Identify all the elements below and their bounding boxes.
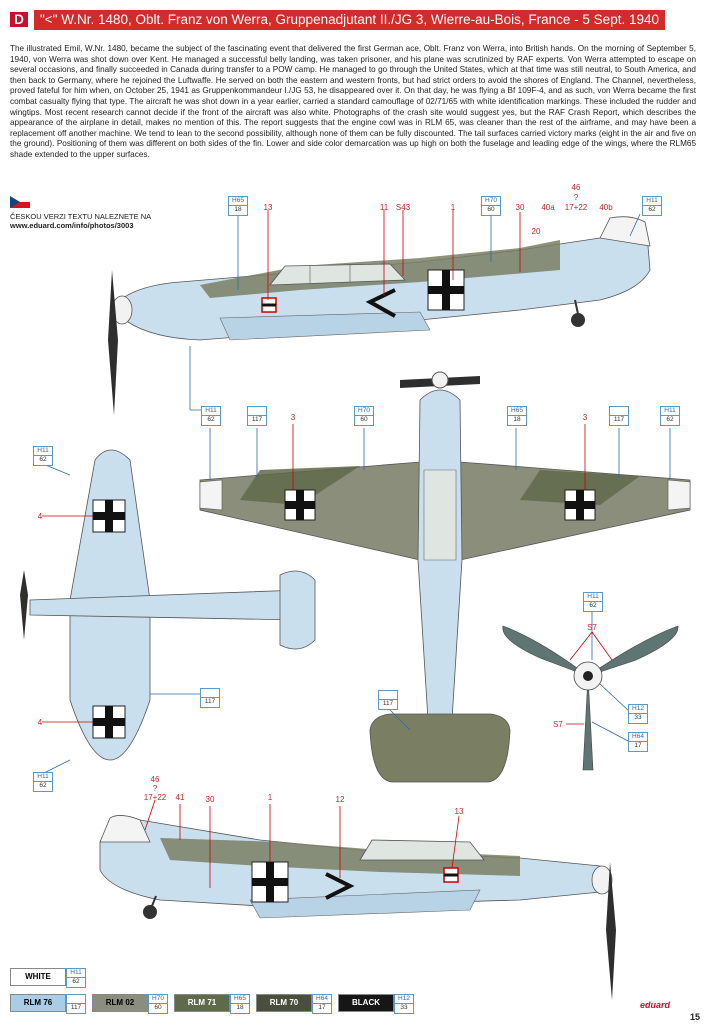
side-profile-right (99, 799, 616, 1000)
swatch-rlm76-code: 117 (66, 994, 86, 1014)
paint-code-box: 117 (609, 406, 629, 426)
callout-11: 11 (380, 203, 389, 212)
swatch-rlm76: RLM 76 (10, 994, 66, 1012)
wing-cross-right (564, 489, 596, 521)
czech-note-link[interactable]: www.eduard.com/info/photos/3003 (10, 221, 134, 230)
callout-s43: S43 (396, 203, 411, 212)
callout-40a: 40a (541, 203, 555, 212)
swatch-rlm02: RLM 02 (92, 994, 148, 1012)
callout-46-top: 46 (572, 183, 581, 192)
callout-13-top: 13 (264, 203, 273, 212)
callout-1-top: 1 (451, 203, 456, 212)
fuselage-cross-top (427, 269, 465, 311)
callout-17-22-bottom: 17+22 (144, 793, 167, 802)
callout-30-bottom: 30 (206, 795, 215, 804)
swatch-rlm70: RLM 70 (256, 994, 312, 1012)
callout-40b: 40b (599, 203, 613, 212)
czech-note: ČESKOU VERZI TEXTU NALEZNETE NA www.edua… (10, 212, 151, 230)
underside-view (20, 449, 316, 777)
callout-s7-left: S7 (553, 720, 563, 729)
callout-3-right: 3 (583, 413, 588, 422)
callout-q-bottom: ? (153, 784, 158, 793)
czech-flag-icon (10, 196, 30, 208)
profile-letter: D (10, 12, 28, 27)
callout-30-top: 30 (516, 203, 525, 212)
paint-code-box: 117 (378, 690, 398, 710)
underside-cross-top (92, 499, 126, 533)
paint-code-box: 117 (247, 406, 267, 426)
underside-cross-bottom (92, 705, 126, 739)
page-header: D "<" W.Nr. 1480, Oblt. Franz von Werra, … (10, 10, 696, 32)
callout-4-top: 4 (38, 512, 43, 521)
callout-17-22-top: 17+22 (565, 203, 588, 212)
callout-41: 41 (176, 793, 185, 802)
side-profile-left (108, 210, 651, 415)
eduard-logo: eduard (640, 1000, 671, 1010)
swatch-black: BLACK (338, 994, 394, 1012)
profile-title: "<" W.Nr. 1480, Oblt. Franz von Werra, G… (34, 10, 665, 30)
page-number: 15 (689, 1012, 700, 1022)
top-view (199, 371, 691, 783)
callout-1-bottom: 1 (268, 793, 273, 802)
callout-3-left: 3 (291, 413, 296, 422)
wing-cross-left (284, 489, 316, 521)
intro-text: The illustrated Emil, W.Nr. 1480, became… (10, 44, 696, 159)
paint-code-box: 117 (200, 688, 220, 708)
callout-s7-top: S7 (587, 623, 597, 632)
callout-20: 20 (532, 227, 541, 236)
callout-labels: 13 11 S43 1 30 40a 46 ? 17+22 40b 20 3 3… (38, 183, 613, 816)
czech-note-line1: ČESKOU VERZI TEXTU NALEZNETE NA (10, 212, 152, 221)
callout-12: 12 (336, 795, 345, 804)
fuselage-cross-bottom (251, 861, 289, 903)
propeller-detail (502, 612, 679, 771)
swatch-white: WHITE (10, 968, 66, 986)
callout-q-top: ? (574, 193, 579, 202)
swatch-rlm71: RLM 71 (174, 994, 230, 1012)
callout-13-bottom: 13 (455, 807, 464, 816)
callout-46-bottom: 46 (151, 775, 160, 784)
callout-4-bottom: 4 (38, 718, 43, 727)
